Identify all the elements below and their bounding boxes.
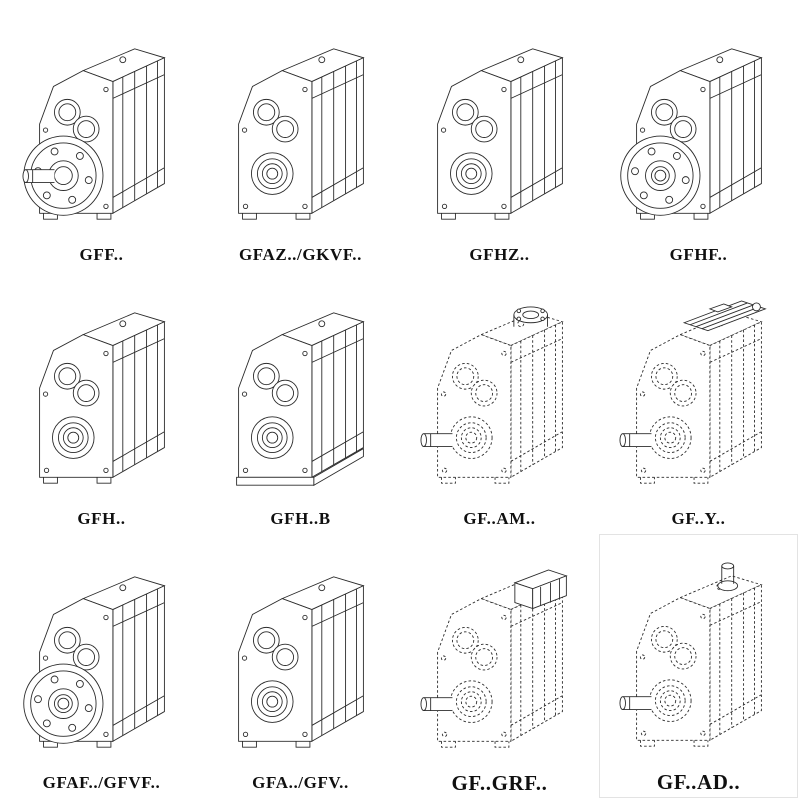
- product-label-gfa: GFA../GFV..: [252, 773, 349, 792]
- product-label-gfhz: GFHZ..: [469, 245, 530, 264]
- product-cell-gfaf: GFAF../GFVF..: [2, 534, 201, 798]
- gearbox-drawing-gff: [21, 48, 165, 220]
- gearbox-drawing-gfa: [237, 576, 364, 748]
- product-cell-gfa: GFA../GFV..: [201, 534, 400, 798]
- product-label-gfaz: GFAZ../GKVF..: [238, 245, 363, 264]
- product-cell-gfam: GF..AM..: [400, 270, 599, 534]
- product-label-gfgrf: GF..GRF..: [451, 771, 548, 795]
- catalog-row-3: GFAF../GFVF.. GFA../GFV.. GF..GRF.. GF..…: [2, 534, 798, 798]
- gearbox-drawing-gfaf: [22, 576, 165, 748]
- product-label-gfh: GFH..: [77, 509, 126, 528]
- product-label-gfad: GF..AD..: [656, 770, 741, 794]
- gearbox-drawing-gfaz: [237, 48, 364, 220]
- product-cell-gfh: GFH..: [2, 270, 201, 534]
- product-cell-gfhf: GFHF..: [599, 6, 798, 270]
- product-cell-gfad: GF..AD..: [599, 534, 798, 798]
- gearbox-drawing-gfh: [38, 312, 165, 484]
- gearbox-drawing-gfgrf: [419, 569, 567, 748]
- gearbox-drawing-gfhf: [619, 48, 762, 220]
- product-label-gfhf: GFHF..: [669, 245, 728, 264]
- product-cell-gff: GFF..: [2, 6, 201, 270]
- gearbox-drawing-gfad: [618, 562, 762, 747]
- product-cell-gfhz: GFHZ..: [400, 6, 599, 270]
- product-cell-gfhb: GFH..B: [201, 270, 400, 534]
- gearbox-drawing-gfam: [419, 306, 563, 484]
- gearbox-drawing-gfhb: [235, 312, 364, 486]
- product-label-gfam: GF..AM..: [463, 509, 536, 528]
- product-label-gfhb: GFH..B: [270, 509, 331, 528]
- product-cell-gfy: GF..Y..: [599, 270, 798, 534]
- product-label-gfy: GF..Y..: [671, 509, 726, 528]
- product-label-gff: GFF..: [79, 245, 124, 264]
- product-cell-gfaz: GFAZ../GKVF..: [201, 6, 400, 270]
- product-label-gfaf: GFAF../GFVF..: [42, 773, 161, 792]
- catalog-row-2: GFH.. GFH..B GF..AM.. GF..Y..: [2, 270, 798, 534]
- gearbox-drawing-gfy: [618, 300, 766, 484]
- product-cell-gfgrf: GF..GRF..: [400, 534, 599, 798]
- catalog-row-1: GFF.. GFAZ../GKVF.. GFHZ.. GFHF..: [2, 6, 798, 270]
- gearbox-drawing-gfhz: [436, 48, 563, 220]
